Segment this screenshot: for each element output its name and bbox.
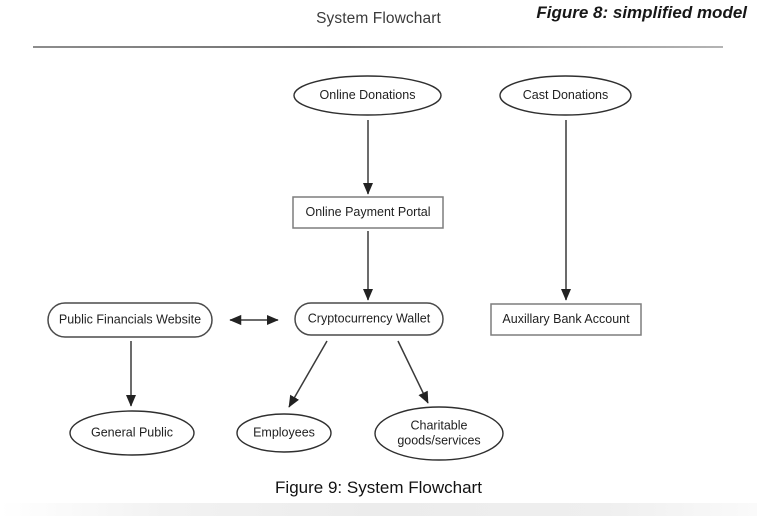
node-cast-donations[interactable]: Cast Donations	[499, 75, 632, 116]
node-shape-online-payment-portal	[292, 196, 444, 229]
node-label-cast-donations: Cast Donations	[523, 88, 608, 102]
node-auxillary-bank-account[interactable]: Auxillary Bank Account	[490, 303, 642, 336]
figure-note: Figure 8: simplified model	[536, 3, 747, 22]
node-public-financials-website[interactable]: Public Financials Website	[47, 302, 213, 338]
node-label-general-public: General Public	[91, 425, 173, 439]
figure-caption: Figure 9: System Flowchart	[275, 478, 482, 497]
node-online-donations[interactable]: Online Donations	[293, 75, 442, 116]
page-title: System Flowchart	[316, 10, 441, 27]
edge-wallet-to-employees	[288, 340, 328, 408]
node-shape-cast-donations	[499, 75, 632, 116]
node-label-public-financials-website: Public Financials Website	[59, 312, 201, 326]
node-label-charitable-goods-services: goods/services	[397, 433, 480, 447]
node-label-auxillary-bank-account: Auxillary Bank Account	[502, 312, 630, 326]
footer-band	[0, 503, 757, 516]
node-label-charitable-goods-services: Charitable	[411, 418, 468, 432]
header-divider	[33, 46, 723, 48]
node-label-online-payment-portal: Online Payment Portal	[305, 205, 430, 219]
node-label-employees: Employees	[253, 425, 315, 439]
node-shape-auxillary-bank-account	[490, 303, 642, 336]
node-shape-general-public	[69, 410, 195, 456]
node-shape-charitable-goods-services	[374, 406, 504, 461]
node-label-cryptocurrency-wallet: Cryptocurrency Wallet	[308, 311, 431, 325]
node-employees[interactable]: Employees	[236, 413, 332, 453]
node-cryptocurrency-wallet[interactable]: Cryptocurrency Wallet	[294, 302, 444, 336]
node-general-public[interactable]: General Public	[69, 410, 195, 456]
node-shape-cryptocurrency-wallet	[294, 302, 444, 336]
node-online-payment-portal[interactable]: Online Payment Portal	[292, 196, 444, 229]
node-shape-employees	[236, 413, 332, 453]
edge-wallet-to-charitable	[397, 340, 429, 404]
edges-layer	[125, 120, 572, 408]
node-shape-online-donations	[293, 75, 442, 116]
node-shape-public-financials-website	[47, 302, 213, 338]
node-label-online-donations: Online Donations	[320, 88, 416, 102]
